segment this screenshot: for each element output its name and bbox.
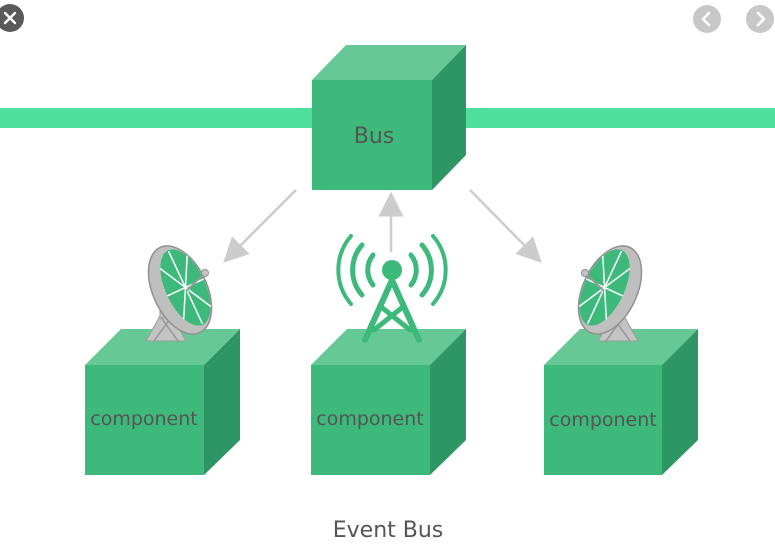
close-icon: [0, 4, 24, 32]
previous-button[interactable]: [693, 5, 721, 33]
component-cube-left: component: [85, 329, 240, 475]
chevron-left-icon: [693, 5, 721, 33]
component-cube-right: component: [544, 329, 698, 475]
satellite-dish-icon: [577, 245, 643, 342]
component-label: component: [90, 408, 198, 430]
chevron-right-icon: [746, 5, 774, 33]
bus-label: Bus: [354, 124, 395, 149]
diagram-caption: Event Bus: [333, 518, 444, 543]
arrow-bus-to-left: [223, 189, 297, 263]
component-label: component: [316, 408, 424, 430]
bus-cube: Bus: [312, 45, 466, 190]
close-button[interactable]: [0, 4, 24, 32]
component-cube-center: component: [311, 329, 466, 475]
arrow-bus-to-right: [469, 189, 542, 263]
broadcast-antenna-icon: [336, 234, 448, 343]
satellite-dish-icon: [145, 245, 213, 342]
next-button[interactable]: [746, 5, 774, 33]
component-label: component: [549, 409, 657, 431]
